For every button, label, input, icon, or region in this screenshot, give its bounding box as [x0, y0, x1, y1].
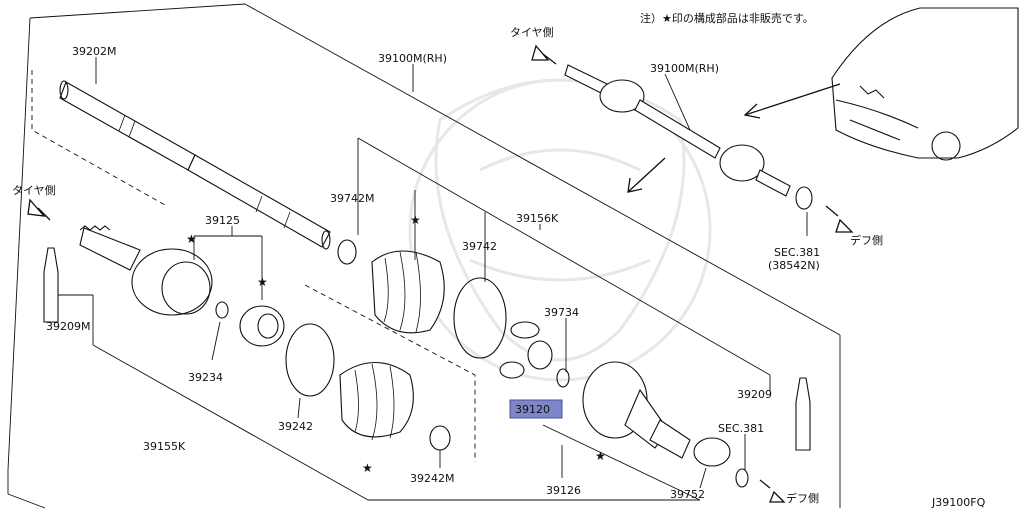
tripod-39120: [499, 321, 570, 388]
part-39100M-RH-overview[interactable]: 39100M(RH): [650, 62, 719, 75]
star-mark: ★: [595, 449, 606, 463]
inner-race-39125: [215, 301, 285, 347]
part-39734[interactable]: 39734: [544, 306, 579, 319]
part-39202M[interactable]: 39202M: [72, 45, 116, 58]
car-illustration: [831, 7, 1019, 161]
part-39125[interactable]: 39125: [205, 214, 240, 227]
grease-tube-left: [43, 247, 59, 323]
star-mark: ★: [362, 461, 373, 475]
labels: 注）★印の構成部品は非販売です。 タイヤ側 タイヤ側 デフ側 デフ側 39202…: [12, 11, 986, 509]
part-39155K[interactable]: 39155K: [143, 440, 186, 453]
part-39742[interactable]: 39742: [462, 240, 497, 253]
boot-39242: [304, 284, 476, 462]
star-mark: ★: [186, 232, 197, 246]
part-39209[interactable]: 39209: [737, 388, 772, 401]
boot-39742: [371, 250, 445, 334]
part-39234[interactable]: 39234: [188, 371, 223, 384]
outer-joint: [79, 225, 213, 316]
note-text: 注）★印の構成部品は非販売です。: [640, 11, 814, 25]
leaders: [58, 57, 808, 489]
part-39742M[interactable]: 39742M: [330, 192, 374, 205]
stars: ★ ★ ★ ★ ★: [186, 213, 606, 475]
part-39752[interactable]: 39752: [670, 488, 705, 501]
section-ref-381-upper[interactable]: SEC.381: [774, 246, 820, 259]
diff-side-label-bottom: デフ側: [786, 491, 819, 505]
part-39120-highlight[interactable]: 39120: [509, 399, 563, 419]
assembly-brackets: [92, 137, 771, 501]
shaft-39202M: [31, 70, 331, 250]
tire-side-label-left: タイヤ側: [12, 184, 56, 197]
diff-side-label-top: デフ側: [850, 233, 883, 247]
part-39242[interactable]: 39242: [278, 420, 313, 433]
arrows: [27, 44, 854, 503]
housing-39126: [582, 361, 749, 488]
tire-side-label-top: タイヤ側: [510, 26, 554, 39]
section-ref-381-lower[interactable]: SEC.381: [718, 422, 764, 435]
grease-tube-right: [795, 377, 811, 451]
watermark-emblem: [408, 78, 712, 382]
part-39242M[interactable]: 39242M: [410, 472, 454, 485]
star-mark: ★: [410, 213, 421, 227]
axle-overview: [564, 64, 813, 210]
frame: [7, 3, 841, 509]
part-39120[interactable]: 39120: [515, 403, 550, 416]
part-39126[interactable]: 39126: [546, 484, 581, 497]
section-ref-38542N[interactable]: (38542N): [768, 259, 820, 272]
drawing-code: J39100FQ: [931, 496, 986, 509]
part-39100M-RH-main[interactable]: 39100M(RH): [378, 52, 447, 65]
part-39156K[interactable]: 39156K: [516, 212, 559, 225]
star-mark: ★: [257, 275, 268, 289]
part-39209M[interactable]: 39209M: [46, 320, 90, 333]
